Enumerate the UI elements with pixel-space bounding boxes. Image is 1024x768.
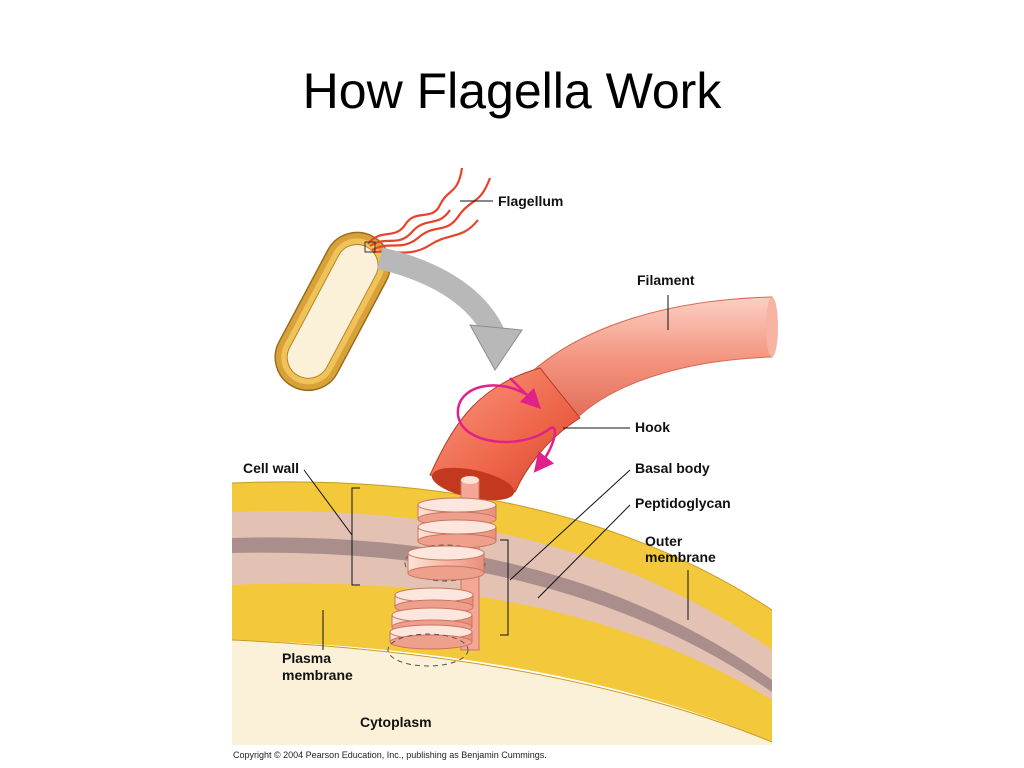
zoom-arrow-head <box>469 324 523 371</box>
copyright-notice: Copyright © 2004 Pearson Education, Inc.… <box>233 750 547 760</box>
label-plasma-membrane-line1: Plasma <box>282 650 331 666</box>
cell-envelope <box>231 481 773 745</box>
inner-membrane-band <box>232 594 772 742</box>
basal-body <box>387 476 497 667</box>
inner-rings <box>387 587 474 667</box>
leader-basal-body <box>509 469 631 581</box>
label-outer-membrane-line1: Outer <box>645 533 683 549</box>
rotation-arrow <box>456 384 557 473</box>
label-flagellum: Flagellum <box>498 193 563 209</box>
label-hook: Hook <box>635 419 670 435</box>
label-plasma-membrane-line2: membrane <box>282 667 353 683</box>
label-filament: Filament <box>637 272 695 288</box>
basal-body-bracket <box>500 539 509 636</box>
slide-title: How Flagella Work <box>302 63 722 119</box>
label-peptidoglycan: Peptidoglycan <box>635 495 731 511</box>
flagellum-origin-box <box>364 241 376 253</box>
flagellum-strands <box>367 167 492 254</box>
middle-rings <box>404 544 486 582</box>
bacterium-cell <box>274 231 391 392</box>
peptidoglycan-layer <box>232 511 772 700</box>
zoom-arrow <box>377 247 506 340</box>
label-cytoplasm: Cytoplasm <box>360 714 432 730</box>
outer-rings <box>417 497 497 549</box>
cytoplasm-inner <box>232 640 772 745</box>
label-cell-wall: Cell wall <box>243 460 299 476</box>
leader-cell-wall <box>303 469 353 536</box>
hook-shape <box>429 367 581 493</box>
cell-wall-bracket <box>351 487 360 586</box>
leader-peptidoglycan <box>537 504 631 599</box>
plasma-membrane-layer <box>232 537 772 692</box>
label-basal-body: Basal body <box>635 460 710 476</box>
label-outer-membrane-line2: membrane <box>645 549 716 565</box>
